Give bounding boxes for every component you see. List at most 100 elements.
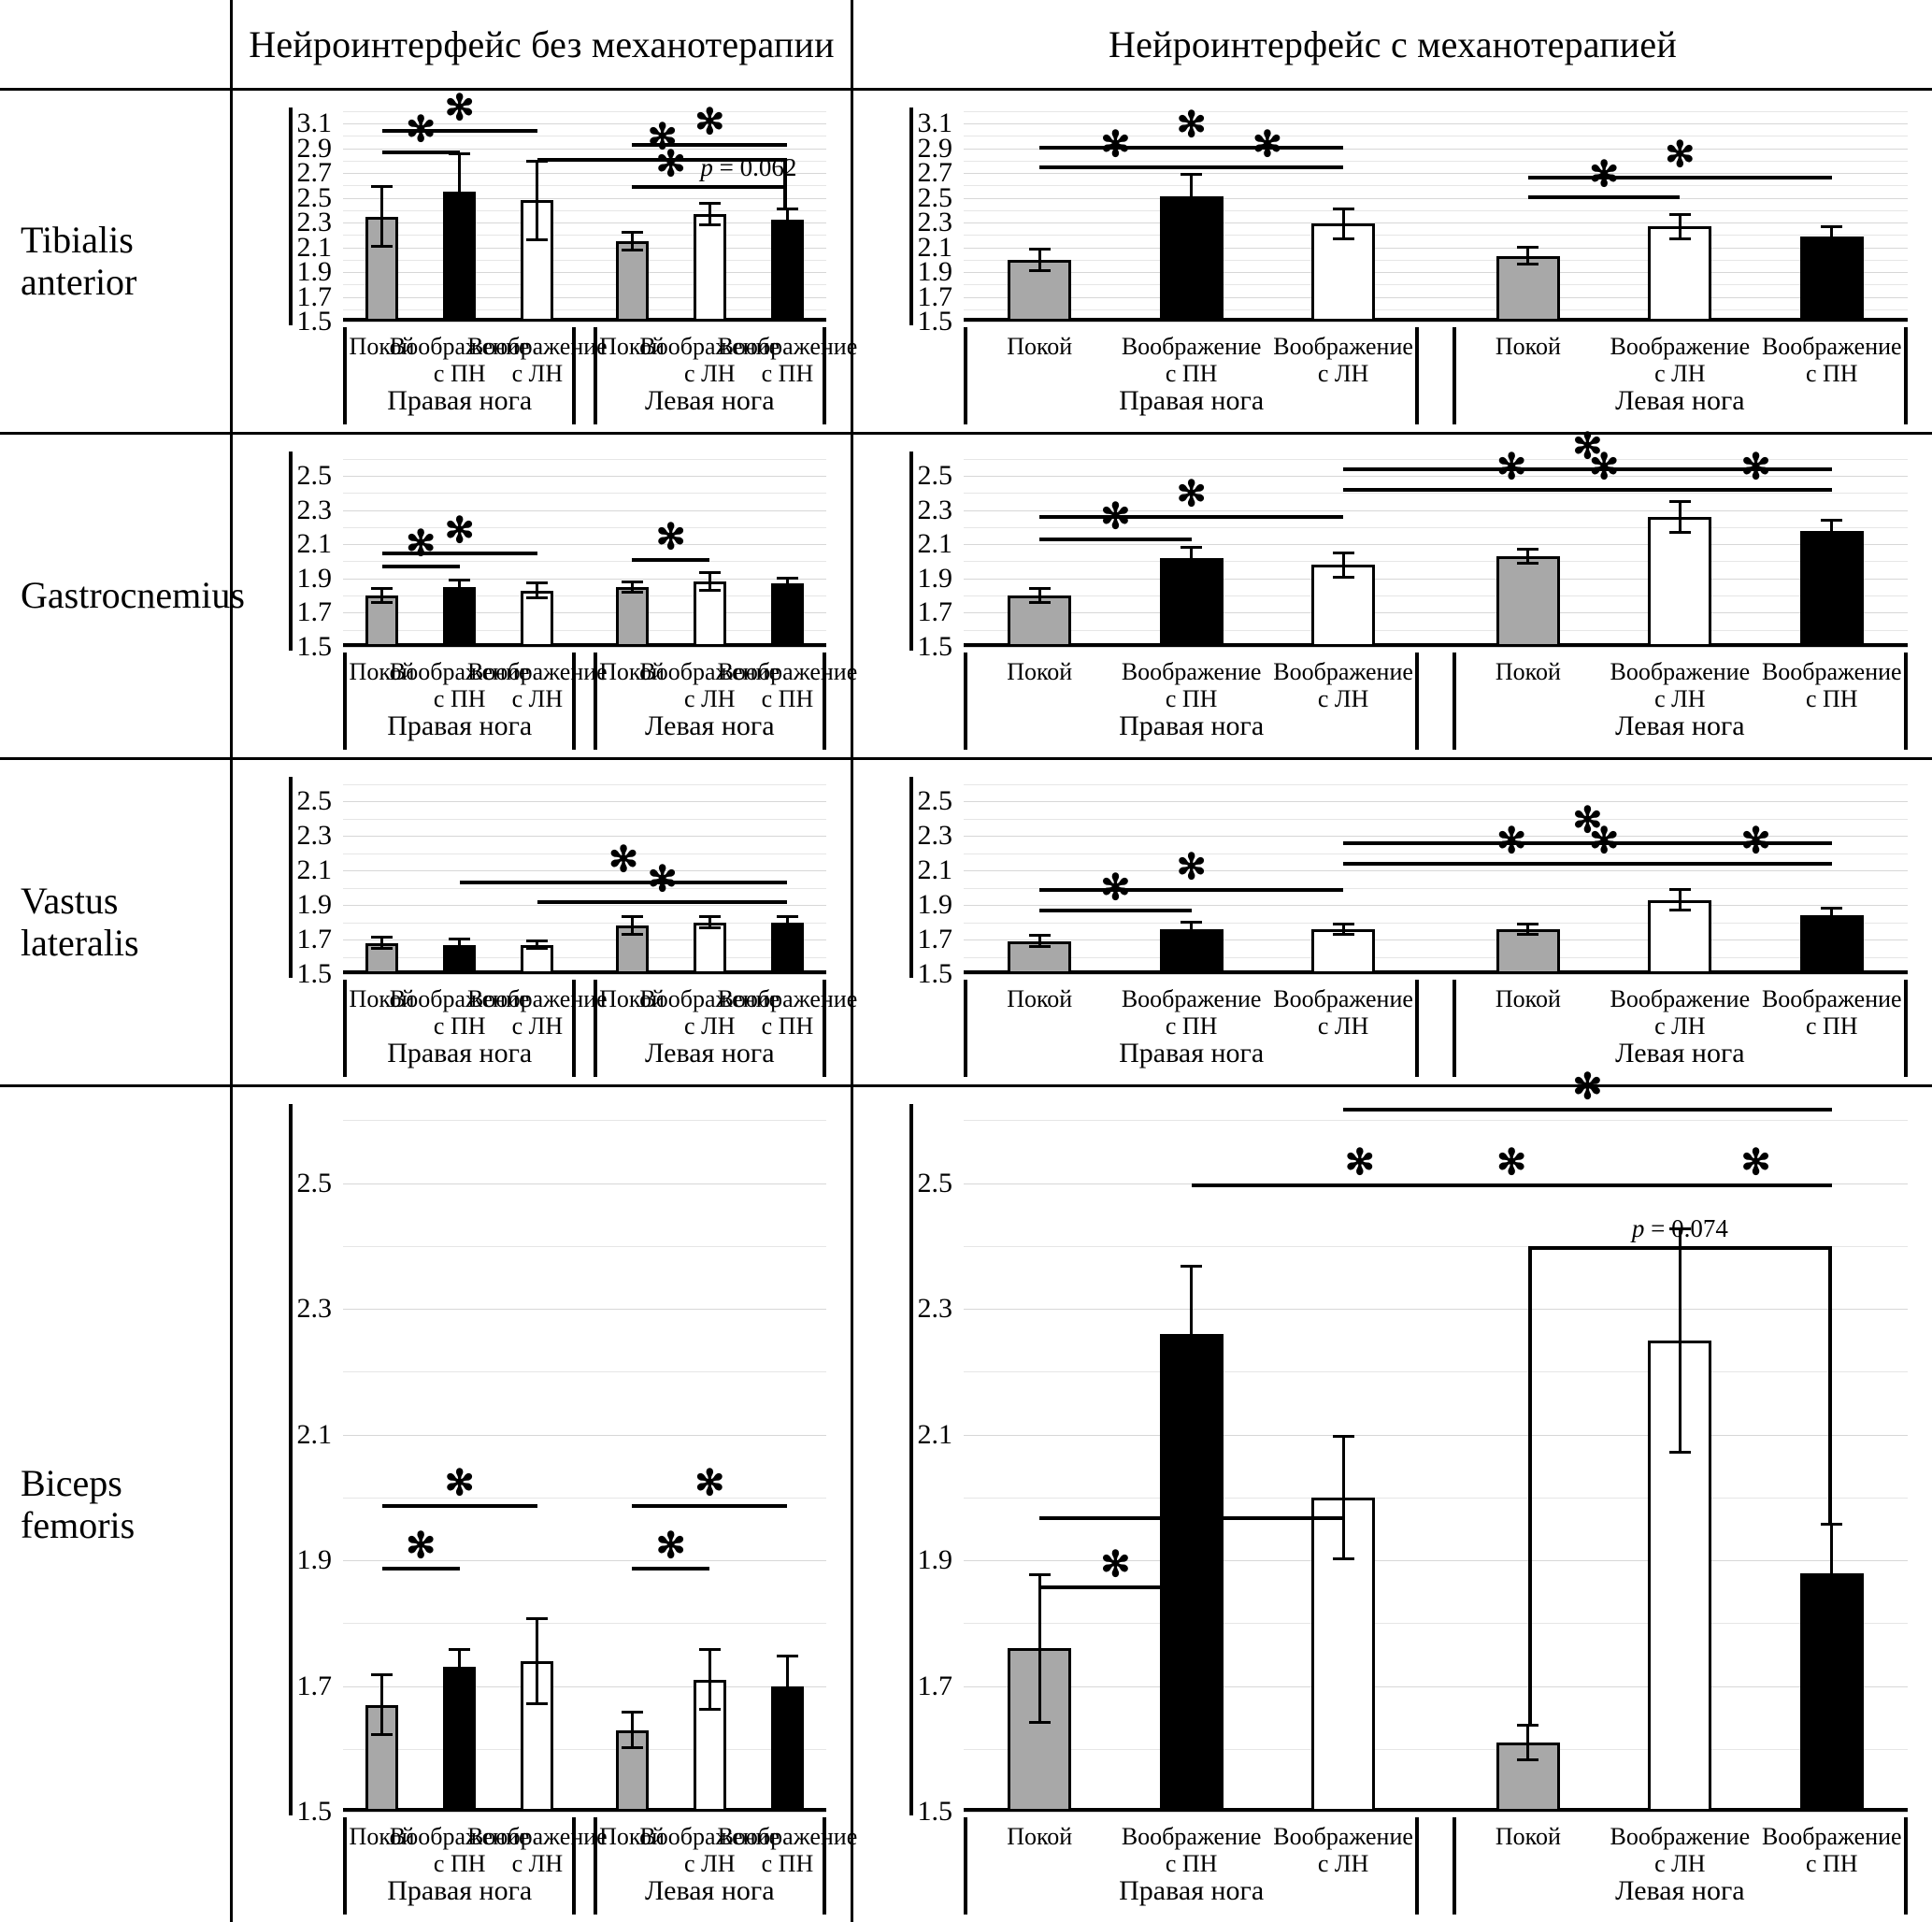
x-tick-line1: Воображение	[1121, 658, 1262, 685]
x-tick-line1: Воображение	[639, 1823, 780, 1850]
gridline-major	[964, 1309, 1908, 1311]
x-tick-line1: Воображение	[467, 985, 608, 1012]
row-label-biceps-femoris: Biceps femoris	[0, 1087, 233, 1922]
x-axis-line	[343, 318, 826, 322]
row-label-line1: Gastrocnemius	[21, 574, 245, 617]
gridline-major	[343, 647, 826, 648]
gridline-major	[964, 1560, 1908, 1562]
x-axis-line	[343, 1808, 826, 1812]
significance-line	[1527, 195, 1681, 199]
group-label-left-leg: Левая нога	[645, 710, 775, 741]
error-bar	[621, 915, 643, 937]
error-bar	[1821, 224, 1843, 248]
error-bar-cap-bottom	[776, 925, 798, 929]
x-tick-line2: с ПН	[761, 360, 814, 388]
x-tick-line2: с ЛН	[1317, 1850, 1369, 1878]
gridline-minor	[343, 1497, 826, 1499]
group-label-left-leg: Левая нога	[1615, 1875, 1745, 1906]
bar	[1159, 1334, 1224, 1812]
leg-group-bracket	[1452, 653, 1908, 750]
significance-star: ✻	[1176, 106, 1207, 146]
gridline-minor	[964, 458, 1908, 460]
x-axis-tick-label: Покой	[939, 333, 1140, 360]
significance-star: ✻	[1740, 1142, 1771, 1183]
error-bar-cap-bottom	[1181, 567, 1203, 570]
error-bar-cap-bottom	[1332, 237, 1354, 240]
x-tick-line1: Воображение	[1273, 985, 1413, 1012]
y-axis-tick-label: 1.7	[917, 596, 953, 628]
bar	[1648, 899, 1712, 974]
gridline-minor	[343, 1623, 826, 1625]
error-bar	[526, 581, 549, 599]
bracket-right-leg	[1827, 1245, 1832, 1523]
error-bar-cap-top	[449, 151, 471, 155]
group-label-left-leg: Левая нога	[1615, 1038, 1745, 1069]
error-bar-cap-top	[621, 231, 643, 235]
gridline-major	[964, 612, 1908, 614]
gridline-minor	[343, 595, 826, 597]
gridline-major	[964, 1812, 1908, 1813]
error-bar-cap-top	[776, 208, 798, 211]
y-axis-tick-label: 2.5	[296, 785, 333, 817]
error-bar-cap-top	[449, 938, 471, 941]
x-tick-line1: Воображение	[467, 333, 608, 360]
gridline-major	[343, 836, 826, 838]
error-bar-cap-bottom	[449, 948, 471, 952]
bar	[615, 240, 649, 322]
error-bar-cap-bottom	[1517, 1758, 1539, 1762]
gridline-major	[343, 197, 826, 199]
error-bar	[621, 580, 643, 595]
error-bar	[1821, 906, 1843, 925]
group-label-right-leg: Правая нога	[387, 385, 533, 416]
x-tick-line2: с ПН	[1165, 360, 1218, 388]
error-bar-cap-bottom	[1821, 244, 1843, 248]
gridline-major	[964, 1434, 1908, 1436]
row-label-line2: lateralis	[21, 921, 139, 964]
error-bar-cap-bottom	[1181, 1399, 1203, 1403]
error-bar-cap-top	[371, 185, 394, 189]
bracket-left-leg	[537, 158, 541, 161]
gridline-major	[343, 1183, 826, 1184]
bracket-horizontal	[537, 158, 788, 163]
group-label-right-leg: Правая нога	[1119, 1038, 1265, 1069]
bar	[615, 925, 649, 974]
error-bar-cap-top	[698, 915, 721, 919]
significance-star: ✻	[1740, 821, 1771, 861]
significance-line	[1191, 165, 1344, 170]
significance-star: ✻	[1100, 1544, 1131, 1585]
group-label-right-leg: Правая нога	[1119, 710, 1265, 741]
error-bar	[371, 586, 394, 605]
gridline-minor	[343, 259, 826, 261]
error-bar-cap-top	[1181, 173, 1203, 177]
y-axis-tick-label: 1.5	[917, 631, 953, 662]
significance-line	[1039, 887, 1344, 892]
error-bar	[449, 151, 471, 232]
x-tick-line2: с ПН	[1805, 685, 1858, 713]
gridline-major	[343, 148, 826, 150]
significance-line	[1039, 1516, 1344, 1520]
group-label-right-leg: Правая нога	[1119, 1875, 1265, 1906]
group-label-right-leg: Правая нога	[387, 710, 533, 741]
x-tick-line1: Воображение	[389, 333, 530, 360]
error-bar	[371, 185, 394, 248]
y-axis-tick-label: 1.5	[296, 631, 333, 662]
significance-line	[632, 1503, 788, 1508]
error-bar	[1517, 547, 1539, 566]
gridline-major	[343, 612, 826, 614]
y-axis-tick-label: 3.1	[296, 108, 333, 139]
error-bar-cap-top	[698, 571, 721, 575]
gridline-minor	[343, 853, 826, 854]
error-bar-cap-top	[1028, 586, 1051, 590]
group-label-left-leg: Левая нога	[645, 1038, 775, 1069]
y-axis-tick-label: 2.1	[296, 231, 333, 263]
x-tick-line1: Воображение	[1273, 333, 1413, 360]
error-bar-cap-top	[1028, 934, 1051, 938]
gridline-minor	[964, 818, 1908, 820]
